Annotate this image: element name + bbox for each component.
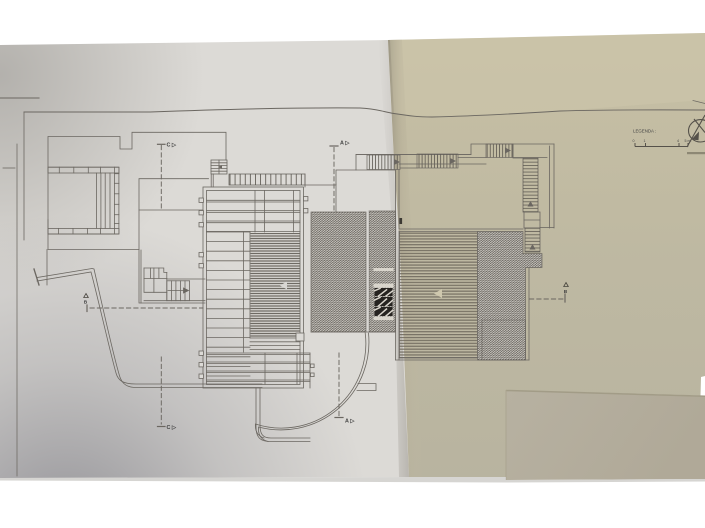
svg-text:A ▷: A ▷ (345, 419, 355, 425)
svg-text:C ▷: C ▷ (167, 143, 177, 149)
svg-text:C ▷: C ▷ (167, 425, 177, 431)
svg-text:1: 1 (644, 139, 646, 143)
svg-text:A ▷: A ▷ (340, 141, 350, 147)
svg-text:B: B (564, 289, 568, 295)
svg-text:B: B (84, 300, 88, 306)
svg-text:5 m.: 5 m. (685, 139, 692, 143)
svg-text:4: 4 (677, 139, 679, 143)
svg-text:0: 0 (633, 139, 635, 143)
svg-text:LEGENDA :: LEGENDA : (633, 129, 656, 134)
